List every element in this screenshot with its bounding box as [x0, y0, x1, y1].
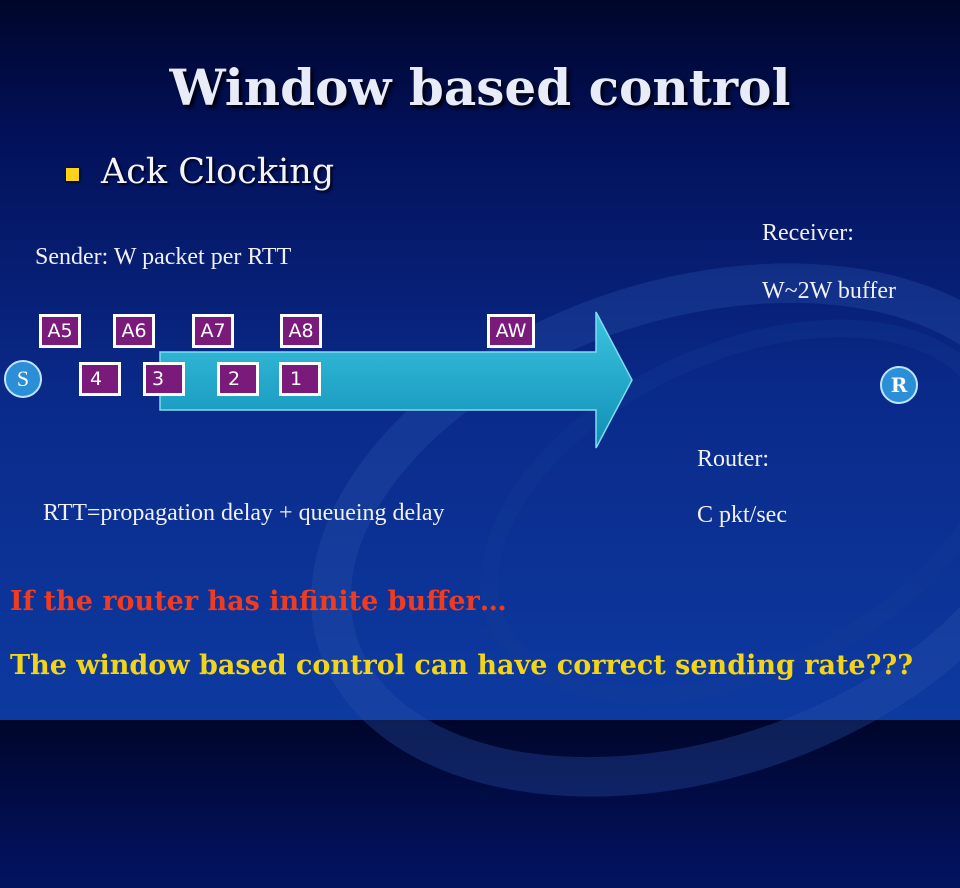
pipe-arrow: [159, 311, 633, 449]
data-packet: 1: [279, 362, 321, 396]
data-packet: 2: [217, 362, 259, 396]
sender-node: S: [4, 360, 42, 398]
ack-packet: A5: [39, 314, 81, 348]
bullet-text: Ack Clocking: [101, 152, 335, 192]
receiver-title: Receiver:: [762, 220, 854, 246]
router-title: Router:: [697, 446, 769, 472]
square-bullet-icon: [66, 167, 79, 181]
bullet-item: Ack Clocking: [66, 152, 334, 192]
ack-packet: A6: [113, 314, 155, 348]
receiver-node: R: [880, 366, 918, 404]
rtt-formula: RTT=propagation delay + queueing delay: [43, 500, 445, 526]
data-packet: 4: [79, 362, 121, 396]
ack-packet: A7: [192, 314, 234, 348]
slide-title: Window based control: [169, 58, 791, 117]
ack-packet: AW: [487, 314, 535, 348]
data-packet: 3: [143, 362, 185, 396]
router-rate: C pkt/sec: [697, 502, 787, 528]
receiver-buffer: W~2W buffer: [762, 278, 897, 304]
sender-label: Sender: W packet per RTT: [35, 244, 292, 270]
question-infinite-buffer: If the router has infinite buffer…: [10, 586, 507, 617]
question-sending-rate: The window based control can have correc…: [10, 650, 914, 681]
ack-packet: A8: [280, 314, 322, 348]
